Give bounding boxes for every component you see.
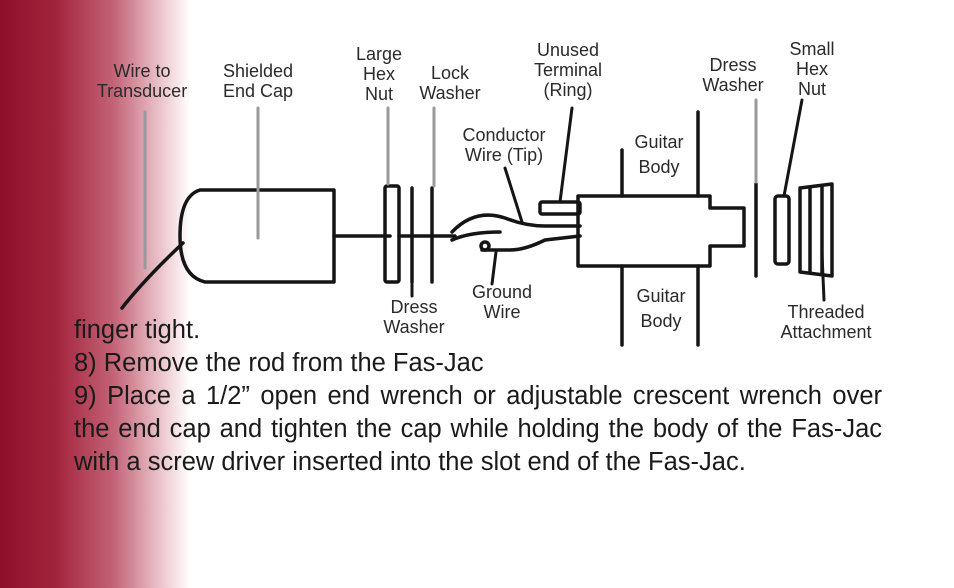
conductor-wire-path (450, 213, 582, 234)
side-gradient-band (0, 0, 190, 588)
unused-terminal (538, 200, 582, 216)
instruction-line-1: finger tight. (74, 316, 201, 344)
label-guitar-body-bottom: Guitar Body (636, 286, 686, 331)
label-wire-to-transducer: Wire to Transducer (96, 61, 188, 101)
instruction-text: finger tight. 8) Remove the rod from the… (74, 314, 882, 479)
instruction-step-8: 8) Remove the rod from the Fas-Jac (74, 349, 484, 377)
label-shielded-end-cap: Shielded End Cap (222, 61, 294, 101)
fas-jac-diagram (120, 98, 834, 347)
large-hex-nut (383, 184, 401, 284)
ground-wire-path (480, 234, 582, 252)
label-dress-washer-bottom: Dress Washer (383, 297, 445, 337)
label-small-hex-nut: Small Hex Nut (789, 39, 835, 99)
jack-body (576, 194, 746, 268)
threaded-attachment (798, 182, 834, 278)
label-guitar-body-top: Guitar Body (634, 132, 684, 177)
label-unused-terminal: Unused Terminal (Ring) (533, 40, 603, 100)
small-hex-nut (773, 194, 791, 266)
transducer-wire (120, 241, 185, 310)
end-cap-shape (178, 188, 336, 284)
label-threaded-attachment: Threaded Attachment (780, 302, 872, 342)
label-lock-washer: Lock Washer (419, 63, 481, 103)
label-dress-washer-right: Dress Washer (702, 55, 764, 95)
label-large-hex-nut: Large Hex Nut (355, 44, 403, 104)
instruction-step-9: 9) Place a 1/2” open end wrench or adjus… (74, 382, 882, 476)
label-ground-wire: Ground Wire (471, 282, 533, 322)
label-conductor-wire: Conductor Wire (Tip) (462, 125, 546, 165)
